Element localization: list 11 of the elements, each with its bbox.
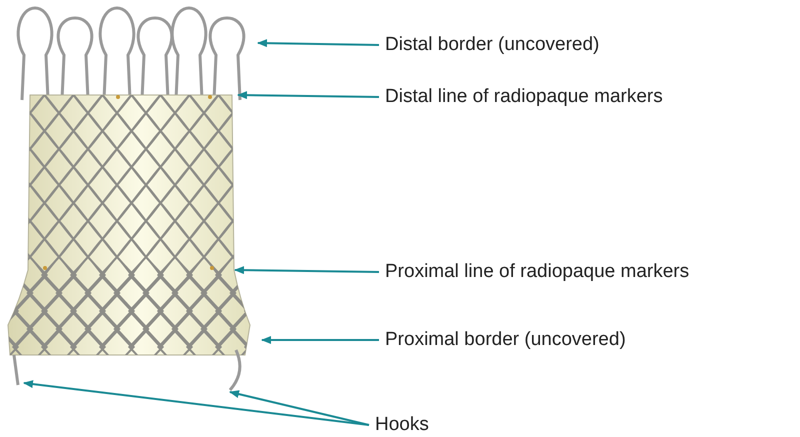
leader-arrow	[23, 380, 370, 426]
leader-arrow	[237, 91, 380, 100]
callout-label: Proximal border (uncovered)	[385, 329, 626, 351]
callout-label: Hooks	[375, 414, 429, 436]
callout-label: Distal border (uncovered)	[385, 34, 600, 56]
leader-arrow	[257, 39, 380, 48]
leader-arrow	[261, 336, 379, 344]
leader-arrow	[229, 390, 370, 426]
callout-label: Proximal line of radiopaque markers	[385, 261, 690, 283]
callout-label: Distal line of radiopaque markers	[385, 86, 663, 108]
leader-arrow	[234, 266, 380, 274]
